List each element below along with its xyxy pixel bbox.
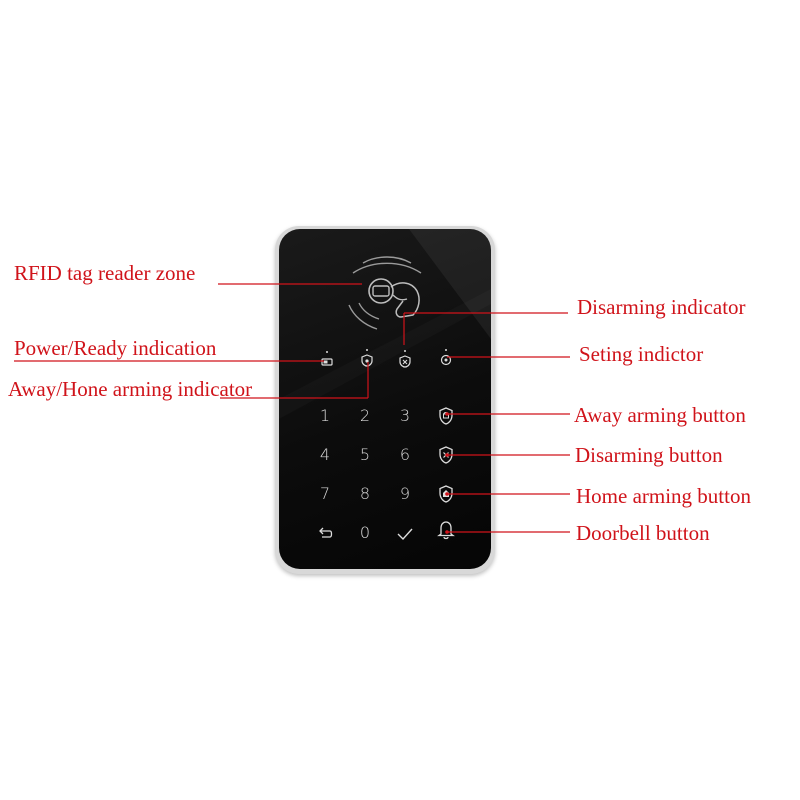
key-7[interactable]: 7	[319, 484, 331, 503]
rfid-card-hand-icon	[348, 256, 422, 330]
checkmark-icon[interactable]	[394, 522, 416, 544]
bell-icon[interactable]	[435, 518, 457, 540]
keypad-device-face: 1 2 3 4 5 6 7 8 9 0	[279, 229, 491, 569]
label-away-arming-button: Away arming button	[574, 403, 746, 427]
key-4[interactable]: 4	[319, 445, 331, 464]
key-6[interactable]: 6	[399, 445, 411, 464]
label-rfid-zone: RFID tag reader zone	[14, 261, 196, 285]
setting-indicator	[436, 347, 456, 367]
key-9[interactable]: 9	[399, 484, 411, 503]
label-disarming-button: Disarming button	[575, 443, 723, 467]
label-doorbell-button: Doorbell button	[576, 521, 710, 545]
label-home-arming-button: Home arming button	[576, 484, 751, 508]
key-1[interactable]: 1	[319, 406, 331, 425]
key-2[interactable]: 2	[359, 406, 371, 425]
disarming-indicator	[395, 348, 415, 368]
label-power-ready: Power/Ready indication	[14, 336, 217, 360]
power-ready-indicator	[317, 349, 337, 369]
label-away-home-indicator: Away/Hone arming indicator	[8, 377, 253, 401]
key-5[interactable]: 5	[359, 445, 371, 464]
key-3[interactable]: 3	[399, 406, 411, 425]
key-8[interactable]: 8	[359, 484, 371, 503]
label-setting-indicator: Seting indictor	[579, 342, 704, 366]
away-home-arming-indicator	[357, 347, 377, 367]
key-0[interactable]: 0	[359, 523, 371, 542]
label-disarming-indicator: Disarming indicator	[577, 295, 746, 319]
back-arrow-icon[interactable]	[314, 522, 336, 544]
